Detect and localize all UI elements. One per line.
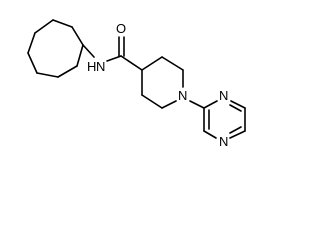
chemical-structure-diagram: O H N N N N: [27, 19, 246, 149]
bond: [120, 55, 143, 71]
bond: [141, 56, 163, 71]
bond: [36, 72, 59, 78]
double-bond: [229, 126, 242, 134]
atom-label-o: O: [116, 21, 126, 36]
pyrazine-ring: [203, 100, 246, 139]
bond: [27, 32, 36, 54]
atom-label-h: H: [87, 59, 96, 74]
bond: [203, 100, 218, 109]
bond: [76, 44, 84, 67]
atom-label-n-piperidine: N: [178, 88, 187, 103]
bond: [82, 44, 95, 58]
bond: [141, 94, 163, 109]
cycloheptyl-ring: [27, 19, 84, 78]
double-bond: [229, 104, 242, 112]
piperidine-ring: [141, 56, 184, 109]
bond: [71, 26, 84, 46]
bond: [161, 100, 177, 109]
bond: [189, 100, 205, 109]
bond: [230, 100, 246, 109]
amide-group: [82, 36, 143, 71]
bond: [106, 55, 122, 62]
atom-label-n-amide: N: [96, 59, 105, 74]
bond: [27, 52, 38, 74]
bond: [161, 56, 184, 71]
atom-label-n-pyrazine-top: N: [219, 88, 228, 103]
bond: [52, 19, 73, 28]
bond: [57, 65, 78, 78]
bond: [229, 130, 246, 139]
atom-label-n-pyrazine-bottom: N: [219, 134, 228, 149]
bond: [34, 19, 54, 34]
bond: [203, 130, 217, 139]
